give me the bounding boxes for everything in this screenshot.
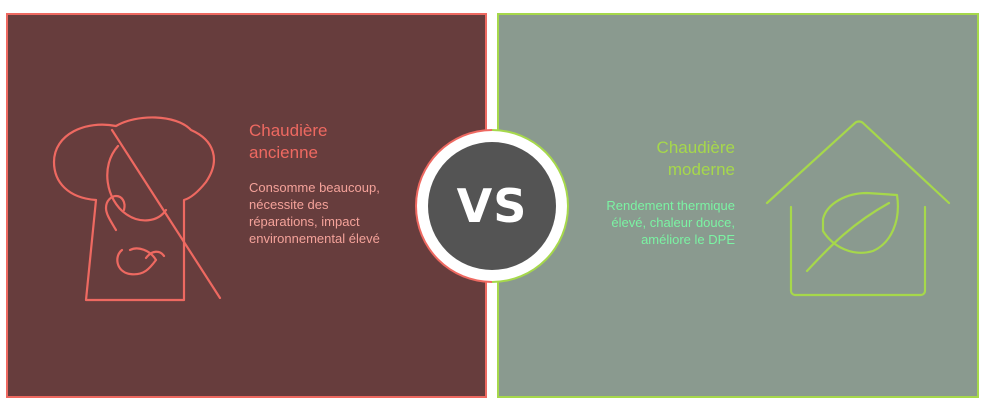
versus-badge: VS [413,127,571,285]
old-boiler-crossed-icon [26,110,226,310]
modern-boiler-title: Chaudière moderne [656,138,735,179]
old-boiler-description: Consomme beaucoup, nécessite des réparat… [249,180,380,246]
modern-boiler-description: Rendement thermique élevé, chaleur douce… [606,198,735,247]
old-boiler-title: Chaudière ancienne [249,121,328,162]
house-leaf-icon [761,115,961,305]
old-boiler-panel: Chaudière ancienne Consomme beaucoup, né… [6,13,487,398]
versus-label: VS [456,179,528,233]
